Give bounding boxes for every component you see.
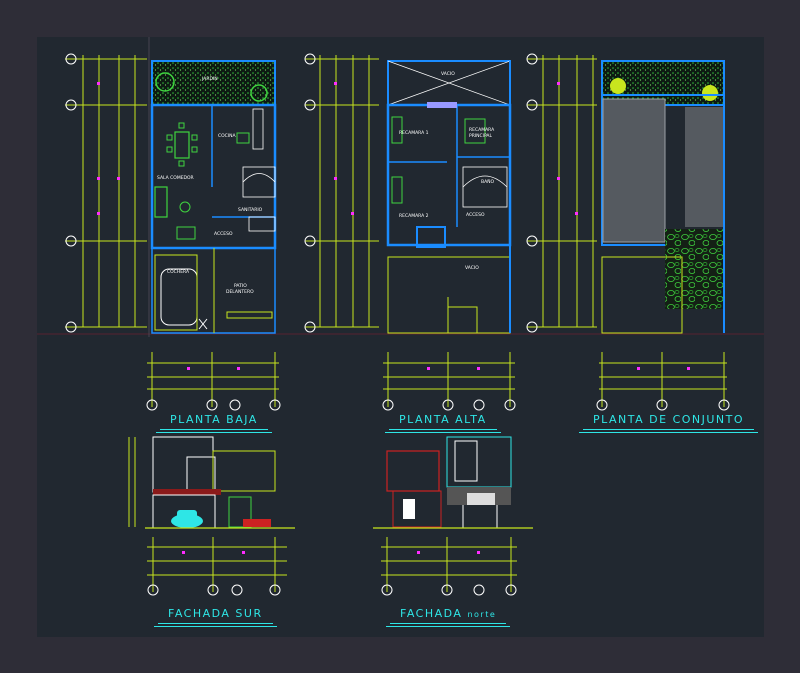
room-label: PATIO xyxy=(234,283,247,289)
dimension-strips xyxy=(147,352,727,407)
room-label: BAÑO xyxy=(481,178,495,185)
title-fachada-sur: FACHADA SUR xyxy=(154,607,277,627)
title-planta-baja: PLANTA BAJA xyxy=(156,413,272,433)
title-planta-conjunto: PLANTA DE CONJUNTO xyxy=(579,413,759,433)
grid-lines-3 xyxy=(527,55,597,328)
title-text-small: norte xyxy=(467,610,497,619)
dim-bubbles-middle xyxy=(146,399,730,411)
room-label: SANITARIO xyxy=(238,207,263,213)
room-label: RECAMARA xyxy=(469,127,495,133)
room-label: SALA COMEDOR xyxy=(157,175,194,181)
room-label: JARDIN xyxy=(201,76,218,82)
room-label: VACIO xyxy=(465,265,479,271)
room-label: PRINCIPAL xyxy=(469,133,493,139)
room-label: VACIO xyxy=(441,71,455,77)
room-label: RECAMARA 1 xyxy=(399,130,429,136)
room-label: DELANTERO xyxy=(226,289,254,295)
planta-conjunto-plan[interactable] xyxy=(601,60,725,334)
planta-baja-plan[interactable] xyxy=(150,60,277,334)
fachada-norte-elevation[interactable] xyxy=(373,436,533,529)
grid-lines-1 xyxy=(65,55,147,328)
room-label: ACCESO xyxy=(466,212,485,218)
room-label: ACCESO xyxy=(214,231,233,237)
drawing-svg: JARDIN COCINA SALA COMEDOR SANITARIO ACC… xyxy=(37,37,764,596)
axis-bubbles xyxy=(65,53,538,333)
dimension-strips-bottom xyxy=(147,537,517,592)
title-text: PLANTA DE CONJUNTO xyxy=(593,413,745,426)
planta-alta-plan[interactable] xyxy=(386,60,512,334)
room-label: COCHERA xyxy=(167,269,190,275)
title-planta-alta: PLANTA ALTA xyxy=(385,413,501,433)
drawing-area[interactable]: JARDIN COCINA SALA COMEDOR SANITARIO ACC… xyxy=(37,37,764,637)
grid-lines-2 xyxy=(305,55,379,328)
room-label: COCINA xyxy=(218,133,237,139)
title-text: PLANTA ALTA xyxy=(399,413,487,426)
title-fachada-norte: FACHADA norte xyxy=(386,607,511,627)
room-label: RECAMARA 2 xyxy=(399,213,429,219)
dim-markers xyxy=(97,82,578,215)
title-text: PLANTA BAJA xyxy=(170,413,258,426)
title-text: FACHADA xyxy=(400,607,468,620)
fachada-sur-elevation[interactable] xyxy=(128,436,295,529)
title-text: FACHADA SUR xyxy=(168,607,263,620)
